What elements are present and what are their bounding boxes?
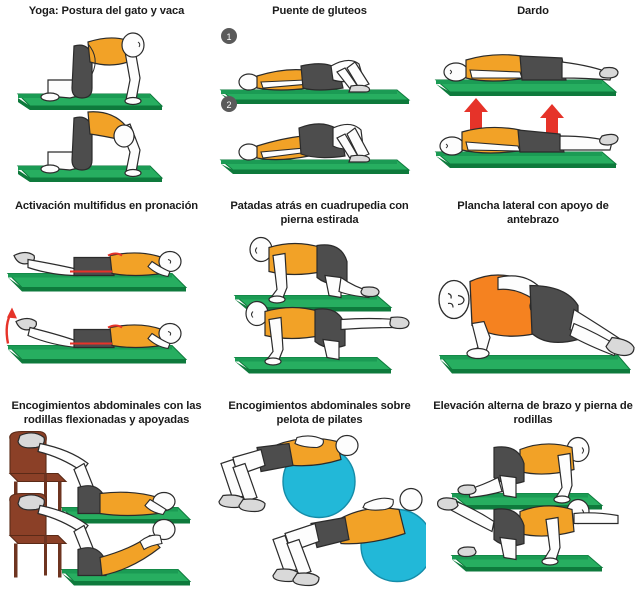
panel-title: Dardo xyxy=(517,5,549,17)
panel-illustration xyxy=(0,18,213,195)
panel-illustration xyxy=(426,227,640,395)
exercise-panel-5[interactable]: Patadas atrás en cuadrupedia con pierna … xyxy=(213,195,426,395)
figure-step-1 xyxy=(233,236,393,312)
yoga-mat xyxy=(438,355,632,374)
figure-step-1 xyxy=(450,436,604,510)
step-badge-1: 1 xyxy=(221,28,237,44)
panel-title: Puente de gluteos xyxy=(272,5,367,17)
panel-illustration: 1 xyxy=(213,18,426,195)
yoga-mat xyxy=(434,79,618,96)
svg-text:2: 2 xyxy=(226,100,231,110)
yoga-mat xyxy=(434,151,618,168)
exercise-panel-3[interactable]: Dardo xyxy=(426,0,640,195)
panel-title: Elevación alterna de brazo y pierna de r… xyxy=(433,400,633,426)
figure-step-1 xyxy=(219,59,411,104)
panel-illustration xyxy=(213,227,426,395)
panel-illustration xyxy=(426,427,640,590)
figure-step-2 xyxy=(434,98,619,168)
panel-illustration xyxy=(0,427,213,590)
yoga-mat xyxy=(6,345,188,364)
figure-step-2 xyxy=(5,307,188,364)
figure-step-2 xyxy=(16,111,164,182)
panel-illustration xyxy=(213,427,426,590)
exercise-panel-7[interactable]: Encogimientos abdominales con las rodill… xyxy=(0,395,213,590)
panel-title: Encogimientos abdominales con las rodill… xyxy=(11,400,202,426)
panel-title: Yoga: Postura del gato y vaca xyxy=(28,5,185,17)
direction-arrow-curved-up xyxy=(5,307,17,344)
panel-title: Plancha lateral con apoyo de antebrazo xyxy=(457,200,609,226)
figure-step-1 xyxy=(8,430,192,524)
exercise-panel-8[interactable]: Encogimientos abdominales sobre pelota d… xyxy=(213,395,426,590)
exercise-panel-9[interactable]: Elevación alterna de brazo y pierna de r… xyxy=(426,395,640,590)
svg-text:1: 1 xyxy=(226,32,231,42)
figure-step-2 xyxy=(437,497,619,572)
figure-step-1 xyxy=(16,32,164,110)
step-badge-2: 2 xyxy=(221,96,237,112)
figure-side-plank xyxy=(438,274,635,374)
yoga-mat xyxy=(219,89,411,104)
panel-title: Patadas atrás en cuadrupedia con pierna … xyxy=(230,200,409,226)
panel-title: Encogimientos abdominales sobre pelota d… xyxy=(228,400,411,426)
figure-step-2 xyxy=(233,300,410,374)
panel-illustration xyxy=(426,18,640,195)
figure-step-2 xyxy=(8,492,192,586)
direction-arrow-up-1 xyxy=(464,98,488,132)
yoga-mat xyxy=(219,159,411,174)
panel-title: Activación multifidus en pronación xyxy=(14,200,199,212)
figure-step-1 xyxy=(218,434,359,519)
figure-step-1 xyxy=(6,250,188,292)
figure-step-2 xyxy=(272,487,426,587)
direction-arrow-up-2 xyxy=(540,104,564,136)
exercise-panel-6[interactable]: Plancha lateral con apoyo de antebrazo xyxy=(426,195,640,395)
exercise-panel-4[interactable]: Activación multifidus en pronación xyxy=(0,195,213,395)
exercise-panel-2[interactable]: Puente de gluteos 1 xyxy=(213,0,426,195)
exercise-panel-1[interactable]: Yoga: Postura del gato y vaca xyxy=(0,0,213,195)
yoga-mat xyxy=(450,555,604,572)
figure-step-1 xyxy=(434,54,619,96)
panel-illustration xyxy=(0,213,213,395)
figure-step-2 xyxy=(219,123,411,174)
yoga-mat xyxy=(233,357,393,374)
yoga-mat xyxy=(6,273,188,292)
